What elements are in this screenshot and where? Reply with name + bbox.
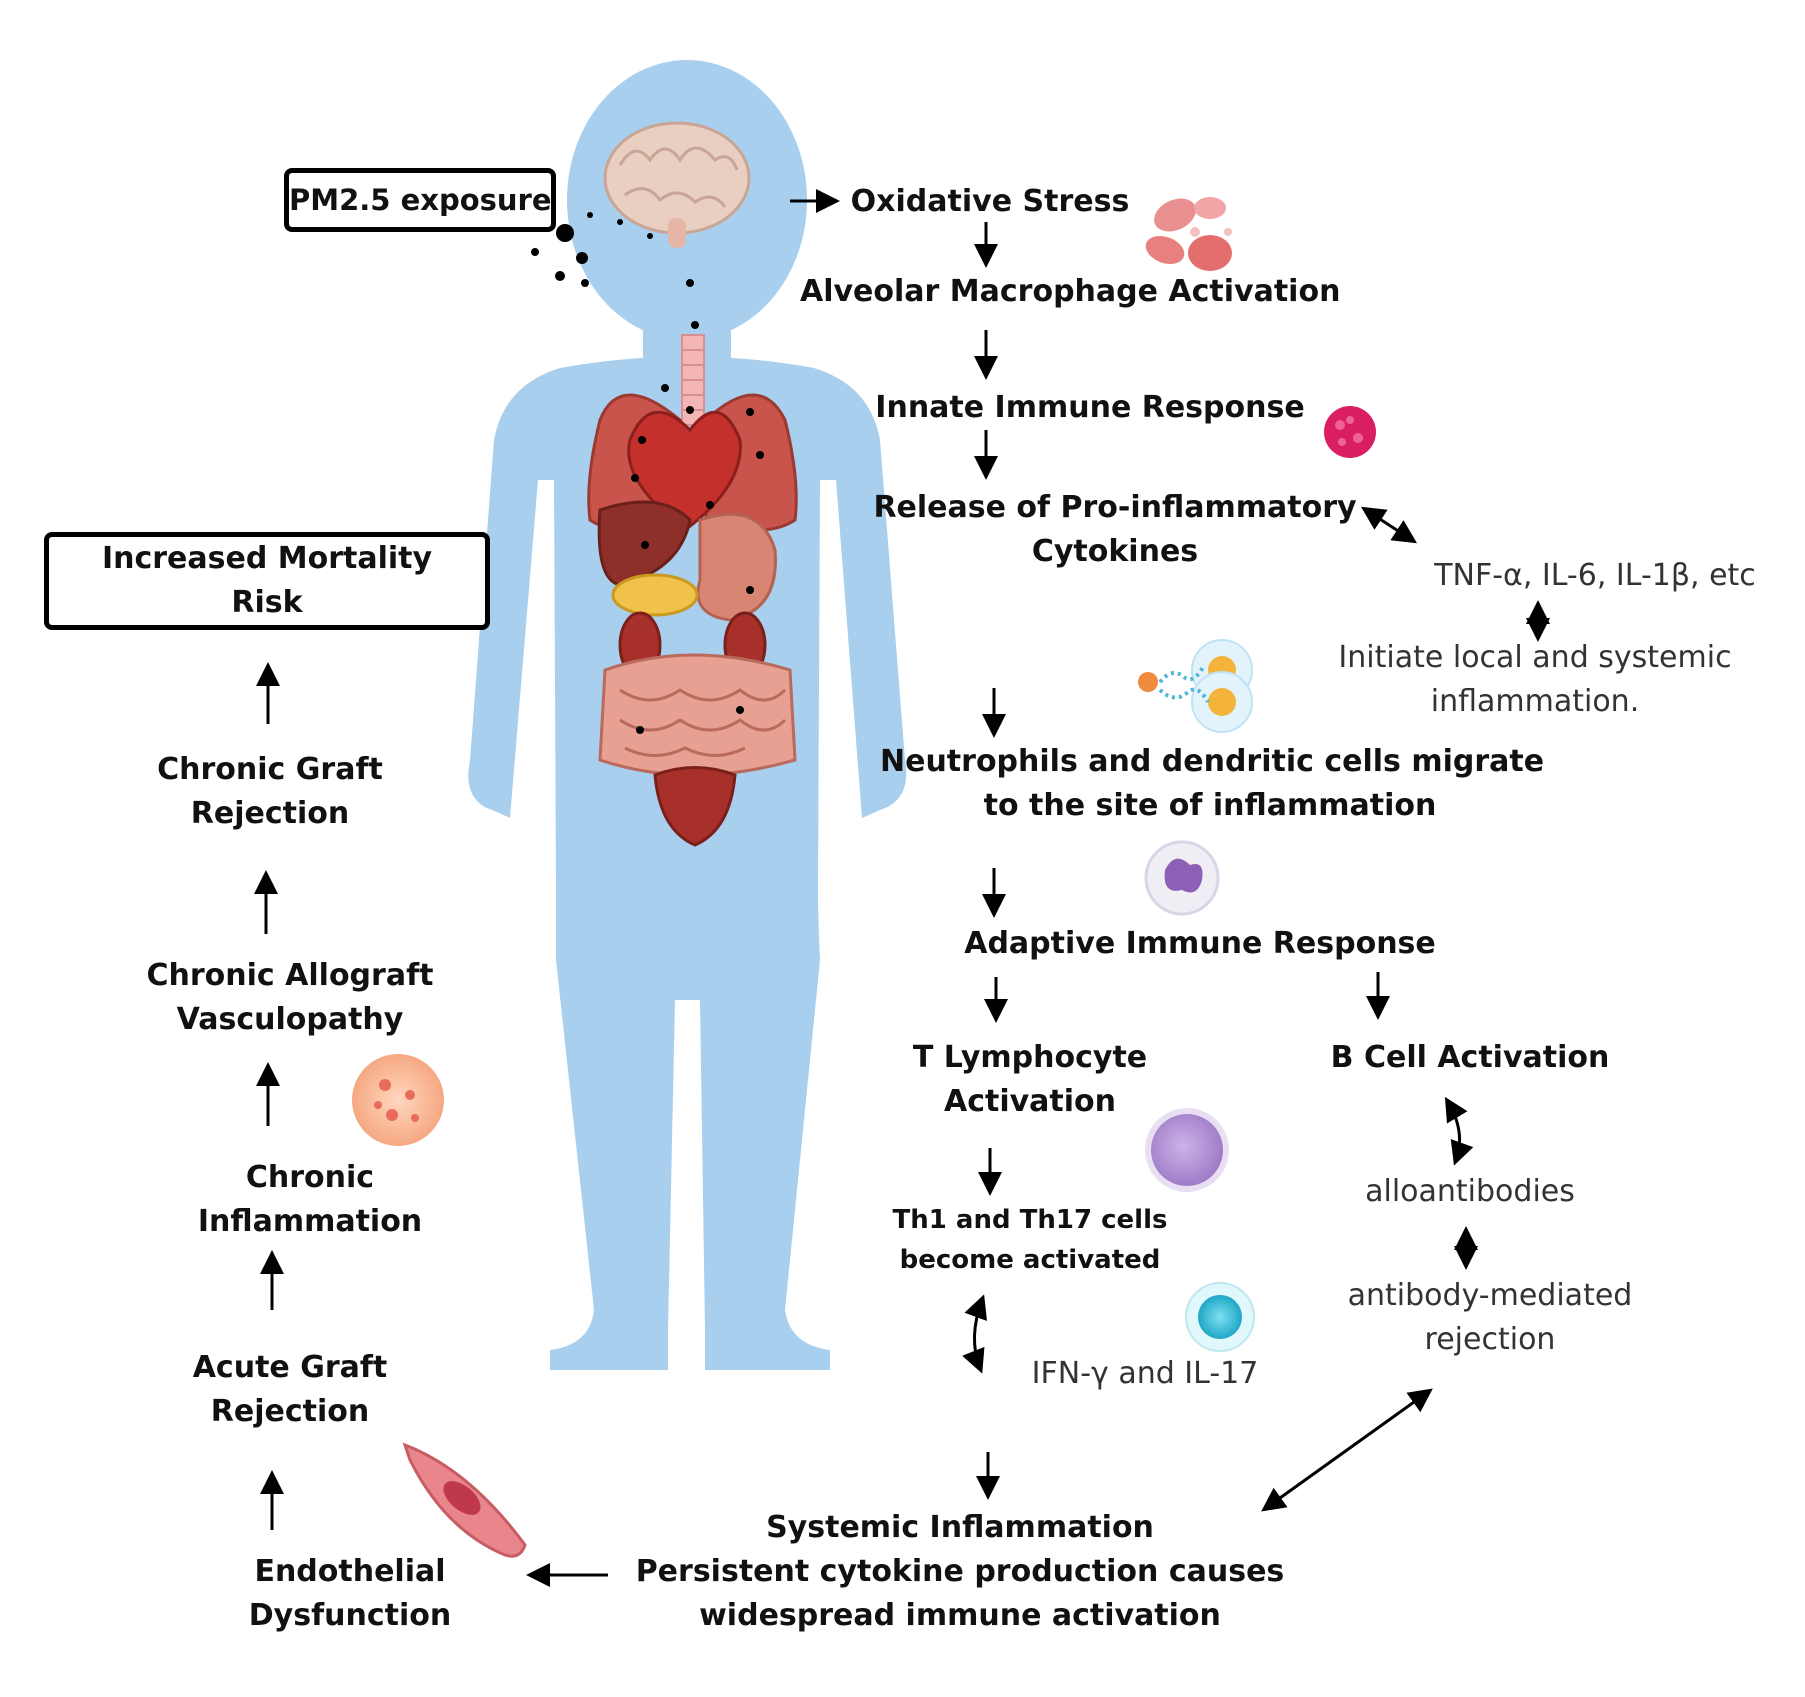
lymphocyte-icon [1145,1108,1229,1192]
pm25-exposure-label: PM2.5 exposure [289,183,552,217]
macrophage-icon [1324,406,1376,458]
inflammation-cell-icon [352,1054,444,1146]
pro-inflammatory-cytokines-label: Release of Pro-inflammatory Cytokines [873,490,1357,569]
red-blood-cells-icon [1145,197,1232,271]
stem-cell-icon [1185,1282,1255,1352]
mortality-line-1: Increased Mortality [101,541,433,576]
arrow-b-cell-to-alloantibodies [1444,1096,1474,1166]
th1-th17-label: Th1 and Th17 cells become activated [892,1205,1168,1275]
chronic-allograft-vasculopathy-label: Chronic Allograft Vasculopathy [146,958,434,1037]
antibody-mediated-rejection-label: antibody-mediated rejection [1347,1278,1633,1357]
endothelial-dysfunction-label: Endothelial Dysfunction [248,1554,452,1633]
alveolar-macrophage-label: Alveolar Macrophage Activation [800,274,1341,309]
oxidative-stress-label: Oxidative Stress [850,184,1130,219]
endothelial-cell-icon [402,1442,527,1558]
chronic-inflammation-label: Chronic Inflammation [197,1160,423,1239]
arrow-cytokines-to-tnf [1360,506,1418,544]
acute-graft-rejection-label: Acute Graft Rejection [192,1350,388,1429]
ifn-il17-label: IFN-γ and IL-17 [1031,1356,1259,1391]
trachea-icon [681,334,705,426]
intestines-icon [598,653,797,777]
cell-migration-icon [1138,639,1253,733]
neutrophil-icon [1144,840,1220,916]
arrow-th1-to-ifn [962,1294,988,1374]
chronic-graft-rejection-label: Chronic Graft Rejection [157,752,383,831]
adaptive-immune-label: Adaptive Immune Response [964,926,1436,961]
innate-immune-label: Innate Immune Response [875,390,1305,425]
neutrophils-dendritic-label: Neutrophils and dendritic cells migrate … [880,744,1545,823]
particle-dots [531,212,764,734]
arrow-amr-to-systemic [1261,1388,1433,1512]
brain-icon [603,121,751,248]
pm25-exposure-box: PM2.5 exposure [284,168,556,232]
tnf-il-label: TNF-α, IL-6, IL-1β, etc [1434,558,1756,593]
human-body-illustration [468,60,907,1370]
mortality-line-2: Risk [231,585,303,620]
alloantibodies-label: alloantibodies [1365,1174,1575,1209]
bladder-icon [653,766,737,847]
arrows [254,189,1390,1587]
t-lymphocyte-label: T Lymphocyte Activation [912,1040,1148,1119]
bidirectional-arrows [962,506,1550,1512]
pancreas-icon [611,573,699,617]
stomach-icon [696,512,777,622]
b-cell-activation-label: B Cell Activation [1330,1040,1610,1075]
increased-mortality-box: Increased Mortality Risk [44,532,490,630]
systemic-inflammation-label: Systemic Inflammation Persistent cytokin… [635,1510,1285,1633]
initiate-inflammation-label: Initiate local and systemic inflammation… [1338,640,1732,719]
